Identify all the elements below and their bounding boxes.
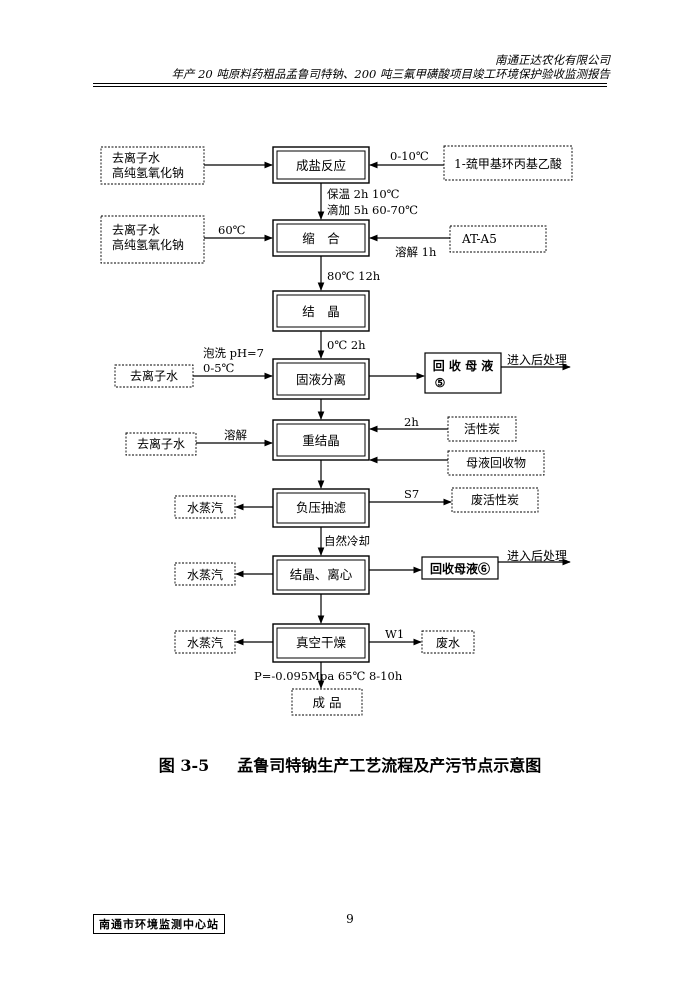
input-carbon: 活性炭 bbox=[464, 422, 500, 436]
step-crystal-label: 结 晶 bbox=[302, 304, 340, 319]
page-number: 9 bbox=[346, 912, 354, 926]
step-box-centrifuge-inner bbox=[276, 559, 366, 591]
cond-drip: 滴加 5h 60-70℃ bbox=[327, 203, 418, 217]
cond-natural-cool: 自然冷却 bbox=[324, 534, 370, 548]
output-post-1: 进入后处理 bbox=[507, 353, 567, 367]
step-separate-label: 固液分离 bbox=[296, 372, 346, 387]
figure-title: 孟鲁司特钠生产工艺流程及产污节点示意图 bbox=[237, 756, 542, 775]
input-di-water-2: 去离子水 bbox=[112, 222, 160, 237]
cond-80: 80℃ 12h bbox=[327, 269, 381, 283]
input-box-at-a5 bbox=[449, 225, 547, 253]
output-box-steam-2 bbox=[174, 562, 236, 586]
input-di-water-4: 去离子水 bbox=[137, 436, 185, 451]
cond-60: 60℃ bbox=[218, 223, 246, 237]
output-steam-2: 水蒸汽 bbox=[187, 567, 223, 582]
figure-number: 图 3-5 bbox=[158, 756, 210, 775]
input-at-a5: AT-A5 bbox=[461, 232, 497, 246]
cond-wash-ph: 泡洗 pH=7 bbox=[203, 346, 264, 360]
cond-0-5: 0-5℃ bbox=[203, 361, 235, 375]
step-dry-label: 真空干燥 bbox=[296, 635, 347, 650]
header-rule-top bbox=[93, 83, 607, 84]
input-box-water-4 bbox=[125, 432, 197, 456]
header-company: 南通正达农化有限公司 bbox=[495, 53, 610, 67]
product-label: 成 品 bbox=[313, 695, 342, 710]
output-box-steam-1 bbox=[174, 495, 236, 519]
step-box-separate-inner bbox=[276, 362, 366, 396]
monitoring-station-stamp: 南通市环境监测中心站 bbox=[93, 914, 225, 934]
step-box-condense-inner bbox=[276, 223, 366, 253]
input-di-water-1: 去离子水 bbox=[112, 150, 160, 165]
input-box-acid bbox=[443, 145, 573, 181]
step-recrystal-label: 重结晶 bbox=[302, 433, 340, 448]
output-mother-6: 回收母液⑥ bbox=[430, 561, 490, 576]
step-box-filter-inner bbox=[276, 492, 366, 524]
cond-s7: S7 bbox=[404, 487, 419, 501]
output-box-waste-carbon bbox=[451, 487, 539, 513]
cond-0-2h: 0℃ 2h bbox=[327, 338, 366, 352]
cond-dissolve: 溶解 bbox=[224, 428, 247, 442]
output-steam-3: 水蒸汽 bbox=[187, 635, 223, 650]
step-box-dry-inner bbox=[276, 627, 366, 659]
step-salt-label: 成盐反应 bbox=[296, 158, 346, 173]
input-acid: 1-巯甲基环丙基乙酸 bbox=[454, 156, 562, 171]
step-box-salt-inner bbox=[276, 150, 366, 180]
step-condense-label: 缩 合 bbox=[302, 231, 340, 246]
output-waste-water: 废水 bbox=[436, 635, 460, 650]
step-centrifuge-label: 结晶、离心 bbox=[290, 567, 353, 582]
step-filter-label: 负压抽滤 bbox=[296, 500, 347, 515]
input-naoh-2: 高纯氢氧化钠 bbox=[112, 237, 184, 252]
output-mother-5: 回 收 母 液 bbox=[433, 358, 494, 373]
cond-keep-temp: 保温 2h 10℃ bbox=[327, 187, 400, 201]
cond-dry: P=-0.095Mpa 65℃ 8-10h bbox=[254, 669, 403, 683]
input-mother-recycle: 母液回收物 bbox=[466, 455, 526, 470]
input-di-water-3: 去离子水 bbox=[130, 368, 178, 383]
output-post-2: 进入后处理 bbox=[507, 549, 567, 563]
input-box-water-naoh-2 bbox=[100, 215, 205, 264]
header-rule-bottom bbox=[93, 86, 607, 87]
output-box-mother-5 bbox=[424, 352, 502, 394]
product-box bbox=[291, 688, 363, 716]
step-box-crystal-inner bbox=[276, 294, 366, 328]
step-box-recrystal-inner bbox=[276, 423, 366, 457]
cond-dissolve-1h: 溶解 1h bbox=[395, 245, 437, 259]
cond-0-10: 0-10℃ bbox=[390, 149, 429, 163]
figure-caption: 图 3-5 孟鲁司特钠生产工艺流程及产污节点示意图 bbox=[0, 752, 700, 776]
output-steam-1: 水蒸汽 bbox=[187, 500, 223, 515]
output-box-waste-water bbox=[421, 630, 475, 654]
header-report-title: 年产 20 吨原料药粗品孟鲁司特钠、200 吨三氟甲磺酸项目竣工环境保护验收监测… bbox=[171, 67, 610, 81]
output-mother-5-num: ⑤ bbox=[435, 376, 446, 390]
output-box-mother-6 bbox=[421, 556, 499, 580]
input-naoh-1: 高纯氢氧化钠 bbox=[112, 165, 184, 180]
output-box-steam-3 bbox=[174, 630, 236, 654]
output-waste-carbon: 废活性炭 bbox=[471, 492, 519, 507]
input-box-mother-recycle bbox=[447, 450, 545, 476]
cond-2h: 2h bbox=[404, 415, 419, 429]
cond-w1: W1 bbox=[385, 627, 404, 641]
